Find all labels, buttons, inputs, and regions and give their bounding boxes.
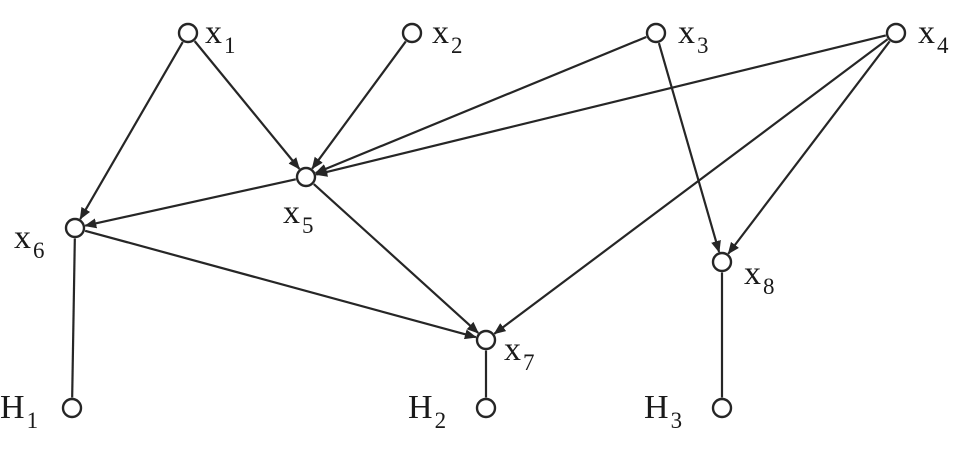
edge-x6-to-H1 xyxy=(71,238,76,398)
node-label-x5: x5 xyxy=(283,194,314,238)
node-H2 xyxy=(475,397,497,419)
edge-x3-to-x5 xyxy=(314,35,647,175)
edge-x4-to-x5 xyxy=(315,34,887,177)
node-x3 xyxy=(645,22,667,44)
node-label-x4: x4 xyxy=(918,14,949,58)
node-H1 xyxy=(61,397,83,419)
node-label-x6: x6 xyxy=(14,219,45,263)
edges-layer xyxy=(71,34,891,398)
node-label-x2: x2 xyxy=(432,14,463,58)
edge-x3-to-x8 xyxy=(657,42,721,253)
node-x1 xyxy=(177,22,199,44)
node-x7 xyxy=(475,329,497,351)
node-label-x1: x1 xyxy=(205,14,236,58)
edge-x6-to-x7 xyxy=(84,229,477,340)
node-x6 xyxy=(64,217,86,239)
node-label-H1: H1 xyxy=(0,389,38,433)
edge-x1-to-x5 xyxy=(193,40,301,170)
node-x5 xyxy=(295,166,317,188)
edge-x4-to-x7 xyxy=(493,38,889,335)
edge-x5-to-x7 xyxy=(313,183,479,334)
node-label-x8: x8 xyxy=(744,255,775,299)
node-label-H2: H2 xyxy=(408,389,446,433)
node-x2 xyxy=(401,22,423,44)
nodes-layer xyxy=(61,22,907,419)
node-label-H3: H3 xyxy=(644,389,682,433)
node-x4 xyxy=(885,22,907,44)
node-label-x7: x7 xyxy=(504,331,535,375)
node-label-x3: x3 xyxy=(678,14,709,58)
node-x8 xyxy=(711,251,733,273)
edge-x2-to-x5 xyxy=(311,40,407,170)
edge-x1-to-x6 xyxy=(79,41,184,220)
edge-x5-to-x6 xyxy=(84,178,296,229)
edge-x4-to-x8 xyxy=(727,40,891,255)
node-H3 xyxy=(711,397,733,419)
